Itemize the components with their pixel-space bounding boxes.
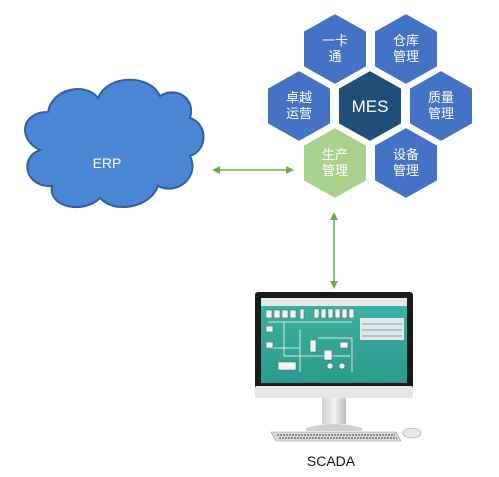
mes-label: MES xyxy=(352,97,389,116)
erp-label: ERP xyxy=(93,155,122,171)
mouse xyxy=(402,427,422,439)
hex-warehouse-module: 仓库 管理 xyxy=(373,11,439,87)
monitor-chin xyxy=(255,386,413,398)
hex-equipment-module: 设备 管理 xyxy=(373,125,439,201)
monitor-base xyxy=(306,424,362,431)
hex-warehouse-line1: 仓库 xyxy=(393,33,419,49)
hex-quality-module: 质量 管理 xyxy=(408,68,474,144)
hex-mes-shape xyxy=(337,68,403,144)
hex-card-line1: 一卡 xyxy=(322,34,348,49)
hex-operations-line2: 运营 xyxy=(286,107,312,122)
hex-operations-module: 卓越 运营 xyxy=(266,68,332,144)
scada-computer: SCADA xyxy=(255,292,422,469)
screen-info-panel xyxy=(360,318,404,340)
hex-production-line2: 管理 xyxy=(322,164,348,179)
scada-label: SCADA xyxy=(307,453,356,469)
hex-warehouse-line2: 管理 xyxy=(393,50,419,65)
keyboard xyxy=(270,431,402,442)
hex-production-shape xyxy=(302,125,368,201)
hex-mes-center: MES xyxy=(337,68,403,144)
hex-warehouse-shape xyxy=(373,11,439,87)
hex-production-module: 生产 管理 xyxy=(302,125,368,201)
hex-card-module: 一卡 通 xyxy=(302,11,368,87)
hex-quality-line2: 管理 xyxy=(428,107,454,122)
hex-equipment-line2: 管理 xyxy=(393,164,419,179)
hex-quality-line1: 质量 xyxy=(428,91,454,106)
hex-card-line2: 通 xyxy=(328,50,341,65)
screen-header-bar xyxy=(261,298,407,306)
hex-production-line1: 生产 xyxy=(322,148,348,163)
hex-equipment-shape xyxy=(373,125,439,201)
screen-equipment-row-bottom xyxy=(265,325,349,371)
hex-quality-shape xyxy=(408,68,474,144)
hex-operations-line1: 卓越 xyxy=(286,91,312,106)
screen-equipment-row-top xyxy=(265,308,355,320)
hex-operations-shape xyxy=(266,68,332,144)
mes-hex-cluster: 一卡 通 仓库 管理 卓越 运营 MES 质量 管理 生产 xyxy=(266,11,474,201)
hex-card-shape xyxy=(302,11,368,87)
hex-equipment-line1: 设备 xyxy=(393,147,419,163)
erp-cloud: ERP xyxy=(24,78,205,209)
monitor-neck xyxy=(322,398,346,424)
